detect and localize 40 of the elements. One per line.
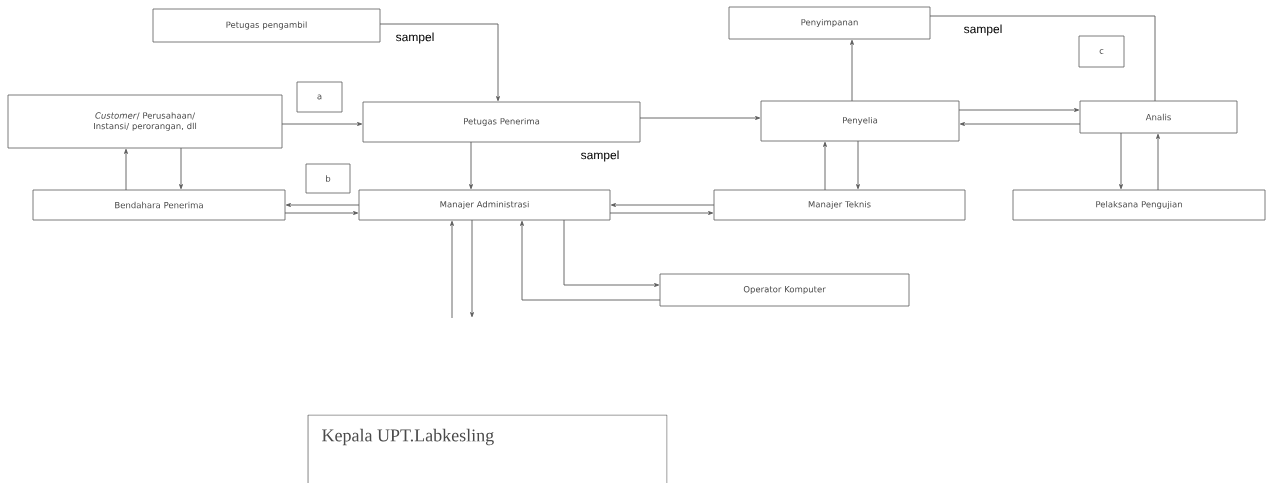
process-box: Penyelia [760,100,960,142]
process-box: Pelaksana Pengujian [1012,189,1266,221]
arrow [179,147,183,190]
arrow [1156,133,1160,191]
arrow [285,203,360,207]
arrow [281,122,363,126]
arrow [520,220,661,301]
letter-box: a [296,81,343,113]
process-box: Penyimpanan [728,6,931,40]
arrow [958,108,1080,112]
letter-box: b [305,163,351,194]
process-box: Petugas pengambil [152,8,381,43]
process-box: Manajer Administrasi [358,189,611,221]
arrow [450,220,454,319]
side-label: sampel [964,24,1002,36]
process-box: Customer/ Perusahaan/ Instansi/ perorangan, dll [7,94,283,149]
arrow [610,203,715,207]
arrow [639,116,761,120]
arrow [284,211,359,215]
process-box: Analis [1079,100,1238,134]
arrow [470,219,474,318]
arrow [124,148,128,191]
arrow [609,211,714,215]
arrow [379,23,500,102]
process-box: Manajer Teknis [713,189,966,221]
connector-line [929,15,1156,102]
process-box: Petugas Penerima [362,101,641,143]
arrow [823,141,827,191]
arrow [959,122,1081,126]
side-label: sampel [581,150,619,162]
process-box: Kepala UPT.Labkesling [307,414,668,483]
arrow [856,140,860,190]
arrow [1119,132,1123,190]
process-box: Operator Komputer [659,273,910,307]
arrow [850,39,854,102]
letter-box: c [1078,35,1125,68]
side-label: sampel [396,32,434,44]
arrow [563,219,660,287]
process-box: Bendahara Penerima [32,189,286,221]
arrow [469,141,473,190]
